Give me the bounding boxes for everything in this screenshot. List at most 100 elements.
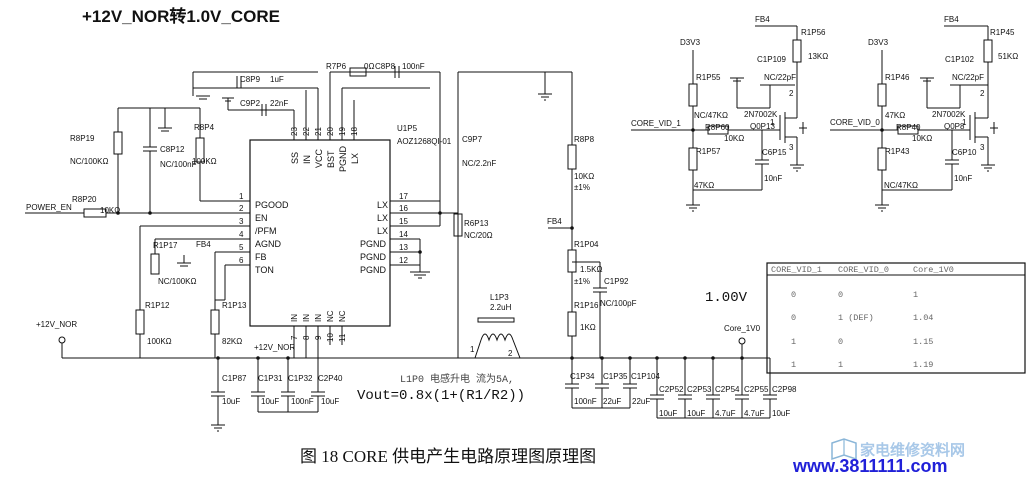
vid-cell: 1.04 — [913, 313, 933, 323]
q0p13-pin: 1 — [770, 118, 775, 127]
r8p4-ref: R8P4 — [194, 123, 215, 132]
c1p102-ref: C1P102 — [945, 55, 974, 64]
c1p104-val: 22uF — [632, 397, 650, 406]
r1p57-ref: R1P57 — [696, 147, 721, 156]
c2p98-val: 10uF — [772, 409, 790, 418]
pin-name: LX — [377, 200, 388, 210]
c2p54-val: 4.7uF — [715, 409, 736, 418]
c6p10-val: 10nF — [954, 174, 972, 183]
top-bootstrap-section: C8P9 1uF C9P2 22nF R7P6 0Ω C8P8 100nF — [192, 62, 441, 201]
c2p52-val: 10uF — [659, 409, 677, 418]
c8p9-ref: C8P9 — [240, 75, 261, 84]
c1p109-val: NC/22pF — [764, 73, 796, 82]
r1p43-val: NC/47KΩ — [884, 181, 918, 190]
q0p13-ref: Q0P13 — [750, 122, 775, 131]
fb4-label-2: FB4 — [547, 217, 562, 226]
r8p8-ref: R8P8 — [574, 135, 595, 144]
ic-top-pins: 23 22 21 20 19 18 SS IN VCC BST PGND LX — [290, 72, 360, 172]
r1p55-val: NC/47KΩ — [694, 111, 728, 120]
pin-name: AGND — [255, 239, 282, 249]
r6p13-val: NC/20Ω — [464, 231, 493, 240]
pin-num: 1 — [239, 192, 244, 201]
r8p20-ref: R8P20 — [72, 195, 97, 204]
vid-table-header: Core_1V0 — [913, 265, 954, 275]
r1p17-ref: R1P17 — [153, 241, 178, 250]
v12-bottom-label: +12V_NOR — [254, 343, 295, 352]
vid-cell: 1.19 — [913, 360, 933, 370]
r7p6-val: 0Ω — [364, 62, 374, 71]
c8p12-val: NC/100nF — [160, 160, 197, 169]
ic-bottom-pins: 7 8 9 10 11 IN IN IN NC NC — [290, 310, 347, 359]
pin-num: 14 — [399, 230, 408, 239]
c8p8-ref: C8P8 — [375, 62, 396, 71]
c1p34-ref: C1P34 — [570, 372, 595, 381]
ic-part: AOZ1268QI-01 — [397, 137, 452, 146]
fb4-label-3: FB4 — [755, 15, 770, 24]
r1p46-ref: R1P46 — [885, 73, 910, 82]
input-capacitors: C1P87 10uF C1P31 10uF C1P32 100nF C2P40 … — [211, 356, 343, 432]
pin-num: 17 — [399, 192, 408, 201]
q0p8-val: 2N7002K — [932, 110, 966, 119]
c8p8-val: 100nF — [402, 62, 425, 71]
core-vid-0-label: CORE_VID_0 — [830, 118, 880, 127]
pin-num: 22 — [302, 127, 311, 136]
c1p87-val: 10uF — [222, 397, 240, 406]
r1p55-ref: R1P55 — [696, 73, 721, 82]
l1p3-val: 2.2uH — [490, 303, 512, 312]
r1p04-tol: ±1% — [574, 277, 590, 286]
q0p8-pin: 3 — [980, 143, 985, 152]
c2p98-ref: C2P98 — [772, 385, 797, 394]
r8p20-val: 10KΩ — [100, 206, 120, 215]
c6p10-ref: C6P10 — [952, 148, 977, 157]
r1p04-val: 1.5KΩ — [580, 265, 602, 274]
watermark-site: 家电维修资料网 — [860, 441, 965, 459]
c1p31-val: 10uF — [261, 397, 279, 406]
c6p15-ref: C6P15 — [762, 148, 787, 157]
pin-num: 18 — [350, 127, 359, 136]
c1p92-ref: C1P92 — [604, 277, 629, 286]
c2p54-ref: C2P54 — [715, 385, 740, 394]
c2p52-ref: C2P52 — [659, 385, 684, 394]
vid-cell: 1 (DEF) — [838, 313, 874, 323]
pin-name: LX — [377, 226, 388, 236]
pin-name: PGND — [360, 252, 387, 262]
pin-num: 20 — [326, 127, 335, 136]
pin-num: 21 — [314, 127, 323, 136]
feedback-divider: R8P8 10KΩ ±1% FB4 R1P04 1.5KΩ ±1% C1P92 … — [547, 72, 637, 358]
vid-cell: 1.15 — [913, 337, 933, 347]
pin-name: BST — [326, 150, 336, 168]
ic-right-pins: 17 16 15 14 13 12 LX LX LX PGND PGND PGN… — [360, 192, 442, 279]
r1p13-ref: R1P13 — [222, 301, 247, 310]
pin-mark: NC — [338, 310, 347, 322]
pin-name: TON — [255, 265, 274, 275]
r1p04-ref: R1P04 — [574, 240, 599, 249]
r1p12-ref: R1P12 — [145, 301, 170, 310]
c2p53-ref: C2P53 — [687, 385, 712, 394]
c1p104-ref: C1P104 — [631, 372, 660, 381]
left-input-section: R8P19 NC/100KΩ C8P12 NC/100nF R8P4 100KΩ… — [25, 107, 580, 359]
d3v3-label-0: D3V3 — [868, 38, 889, 47]
c1p34-val: 100nF — [574, 397, 597, 406]
r6p13-ref: R6P13 — [464, 219, 489, 228]
c1p32-val: 100nF — [291, 397, 314, 406]
r1p16-ref: R1P16 — [574, 301, 599, 310]
vid-cell: 0 — [838, 290, 843, 300]
c1p35-ref: C1P35 — [603, 372, 628, 381]
c2p55-ref: C2P55 — [744, 385, 769, 394]
r1p16-val: 1KΩ — [580, 323, 596, 332]
vid1-circuit: D3V3 R1P55 NC/47KΩ R1P57 47KΩ CORE_VID_1… — [631, 15, 828, 212]
d3v3-label-1: D3V3 — [680, 38, 701, 47]
vid-table-header: CORE_VID_0 — [838, 265, 889, 275]
book-logo-icon — [831, 438, 857, 461]
r8p19-ref: R8P19 — [70, 134, 95, 143]
pin-name: PGOOD — [255, 200, 289, 210]
c8p9-val: 1uF — [270, 75, 284, 84]
pin-num: 15 — [399, 217, 408, 226]
pin-name: EN — [255, 213, 268, 223]
ic-left-pins: 1 2 3 4 5 6 PGOOD EN /PFM AGND FB TON — [140, 192, 289, 275]
pin-num: 19 — [338, 127, 347, 136]
v12-label: +12V_NOR — [36, 320, 77, 329]
pin-num: 9 — [314, 335, 323, 340]
r7p6-ref: R7P6 — [326, 62, 347, 71]
c2p55-val: 4.7uF — [744, 409, 765, 418]
